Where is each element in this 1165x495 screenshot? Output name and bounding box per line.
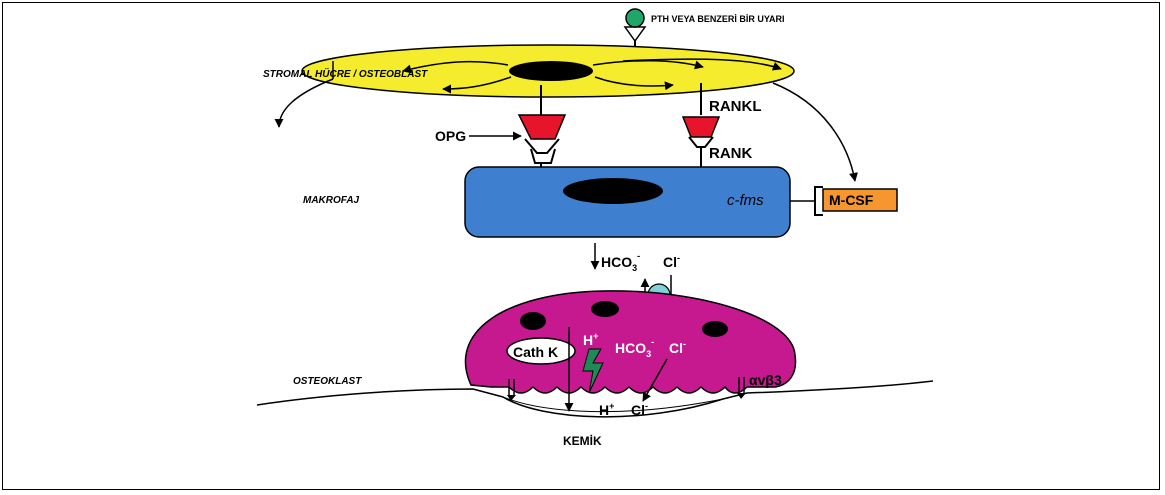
figure-frame: PTH VEYA BENZERİ BİR UYARI STROMAL HÜCRE…	[2, 2, 1160, 490]
rank-label: RANK	[709, 145, 752, 162]
cfms-label: c-fms	[727, 192, 764, 209]
cathk-label: Cath K	[513, 344, 558, 360]
mcsf-receptor-bracket	[790, 187, 823, 215]
rankl-label: RANKL	[709, 98, 762, 115]
osteoklast-label: OSTEOKLAST	[293, 376, 362, 387]
hco3-top-label: HCO3-	[601, 251, 640, 273]
opg-label: OPG	[435, 128, 466, 144]
bone-remodeling-diagram: PTH VEYA BENZERİ BİR UYARI STROMAL HÜCRE…	[3, 3, 1161, 491]
stromal-label: STROMAL HÜCRE / OSTEOBLAST	[263, 67, 428, 80]
integrin-label: αvβ3	[749, 372, 782, 388]
opg-secretion-arrow	[279, 79, 333, 127]
mcsf-label: M-CSF	[829, 192, 874, 208]
kemik-label: KEMİK	[563, 433, 602, 448]
stimulus-label: PTH VEYA BENZERİ BİR UYARI	[651, 14, 785, 24]
makrofaj-label: MAKROFAJ	[303, 195, 360, 206]
hplus-bottom-label: H+	[599, 401, 614, 418]
mcsf-secretion-arrow	[773, 83, 855, 181]
cl-top-label: Cl-	[663, 253, 680, 270]
